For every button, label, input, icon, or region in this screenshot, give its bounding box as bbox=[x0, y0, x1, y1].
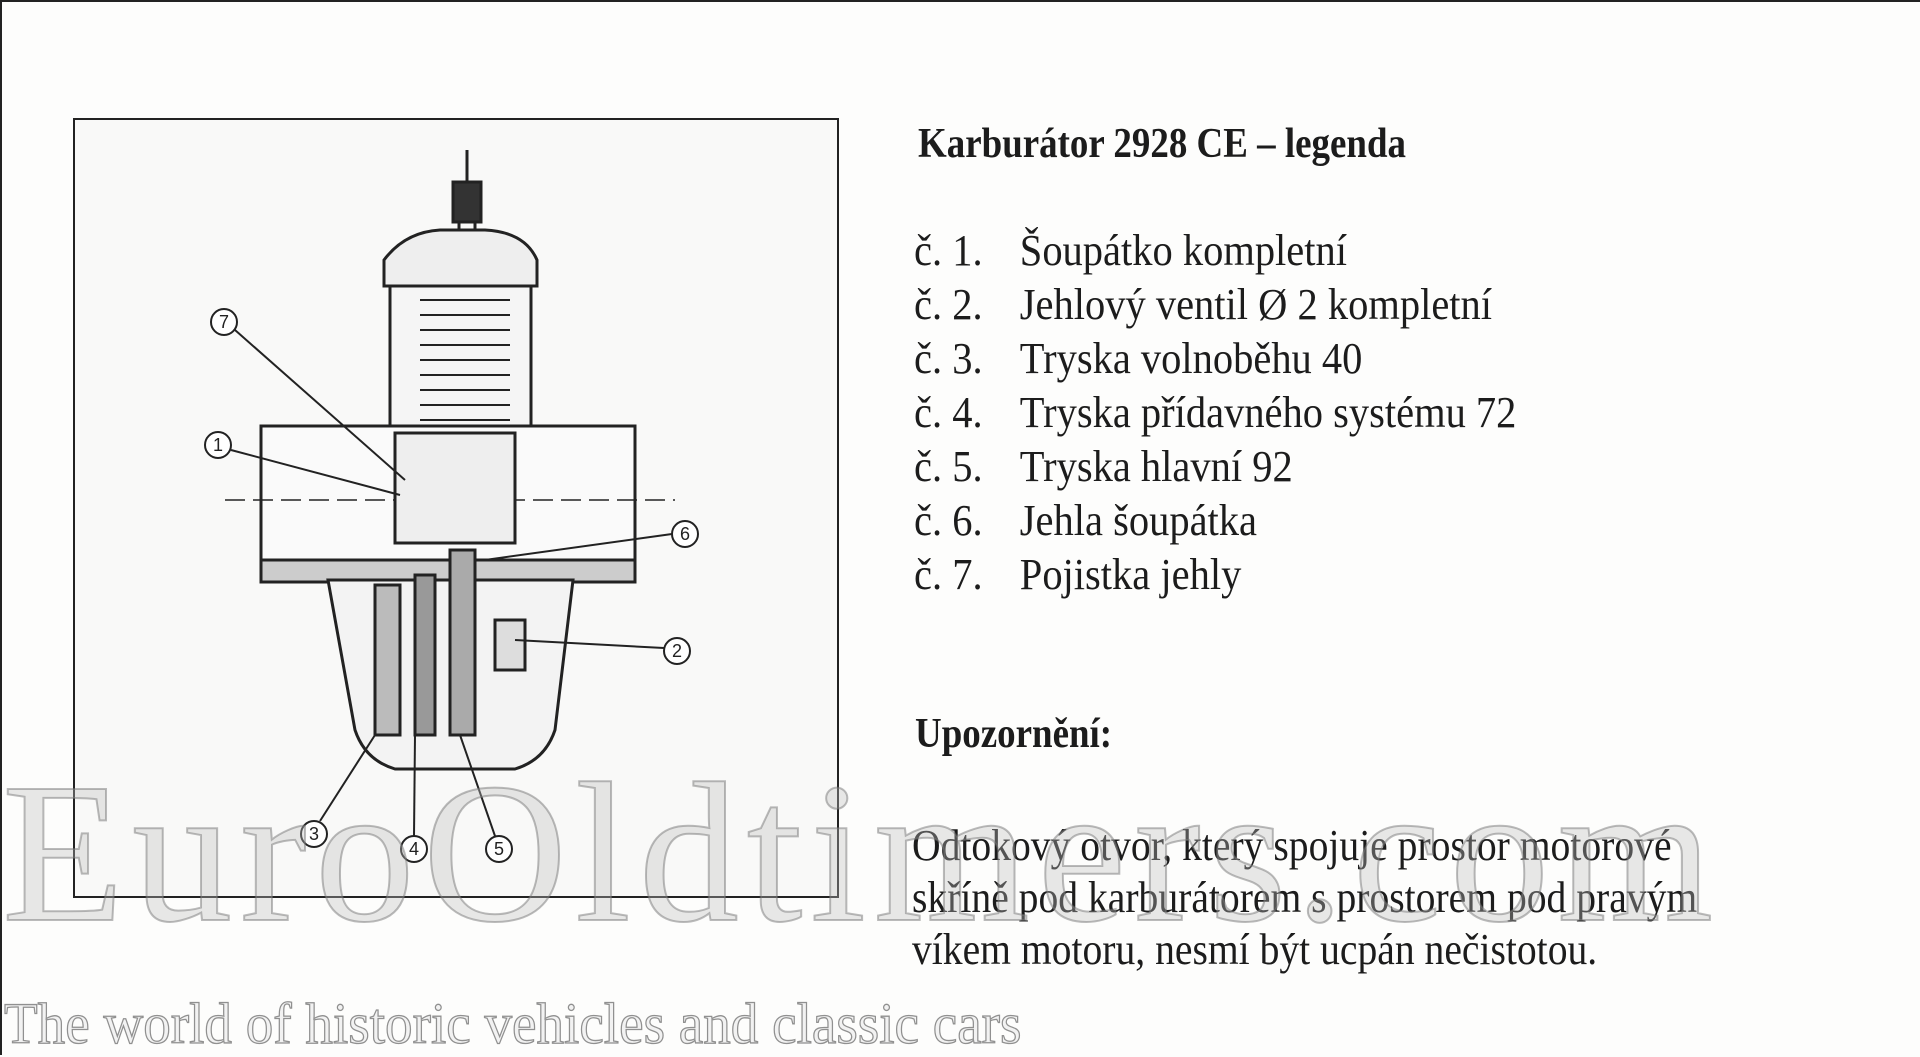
legend-number: č. 3. bbox=[914, 334, 983, 383]
carburetor-diagram: 1 2 3 4 5 6 7 bbox=[73, 118, 839, 898]
callout-2: 2 bbox=[672, 641, 682, 661]
legend-number: č. 1. bbox=[914, 226, 983, 275]
carburetor-cross-section: 1 2 3 4 5 6 7 bbox=[204, 150, 699, 863]
callout-4: 4 bbox=[409, 839, 419, 859]
legend-text: Jehlový ventil Ø 2 kompletní bbox=[1019, 280, 1493, 329]
legend-number: č. 6. bbox=[914, 496, 983, 545]
legend-item: č. 3. Tryska volnoběhu 40 bbox=[914, 332, 1516, 386]
warning-line: víkem motoru, nesmí být ucpán nečistotou… bbox=[912, 925, 1598, 974]
legend-text: Tryska přídavného systému 72 bbox=[1019, 388, 1517, 437]
carburetor-drawing bbox=[225, 150, 675, 837]
legend-number: č. 2. bbox=[914, 280, 983, 329]
legend-number: č. 7. bbox=[914, 550, 983, 599]
callout-6: 6 bbox=[680, 524, 690, 544]
legend-item: č. 2. Jehlový ventil Ø 2 kompletní bbox=[914, 278, 1516, 332]
callout-7: 7 bbox=[219, 312, 229, 332]
callout-labels: 1 2 3 4 5 6 7 bbox=[204, 308, 699, 863]
legend-text: Tryska hlavní 92 bbox=[1019, 442, 1293, 491]
legend-number: č. 4. bbox=[914, 388, 983, 437]
warning-paragraph: Odtokový otvor, který spojuje prostor mo… bbox=[912, 820, 1697, 976]
legend-text: Pojistka jehly bbox=[1019, 550, 1242, 599]
legend-item: č. 7. Pojistka jehly bbox=[914, 548, 1516, 602]
callout-3: 3 bbox=[309, 824, 319, 844]
watermark-tagline: The world of historic vehicles and class… bbox=[3, 990, 1022, 1056]
legend-title: Karburátor 2928 CE – legenda bbox=[918, 121, 1407, 167]
warning-line: Odtokový otvor, který spojuje prostor mo… bbox=[912, 821, 1672, 870]
watermark-logo: EuroOldtimers.com bbox=[1, 743, 1722, 964]
legend-item: č. 4. Tryska přídavného systému 72 bbox=[914, 386, 1516, 440]
legend-item: č. 1. Šoupátko kompletní bbox=[914, 224, 1516, 278]
callout-1: 1 bbox=[213, 435, 223, 455]
warning-line: skříně pod karburátorem s prostorem pod … bbox=[912, 873, 1698, 922]
legend-text: Šoupátko kompletní bbox=[1019, 226, 1348, 275]
warning-heading: Upozornění: bbox=[915, 711, 1113, 757]
legend-text: Jehla šoupátka bbox=[1019, 496, 1257, 545]
legend-number: č. 5. bbox=[914, 442, 983, 491]
legend-item: č. 5. Tryska hlavní 92 bbox=[914, 440, 1516, 494]
callout-5: 5 bbox=[494, 839, 504, 859]
legend-list: č. 1. Šoupátko kompletní č. 2. Jehlový ven… bbox=[914, 224, 1569, 602]
legend-text: Tryska volnoběhu 40 bbox=[1019, 334, 1363, 383]
legend-item: č. 6. Jehla šoupátka bbox=[914, 494, 1516, 548]
